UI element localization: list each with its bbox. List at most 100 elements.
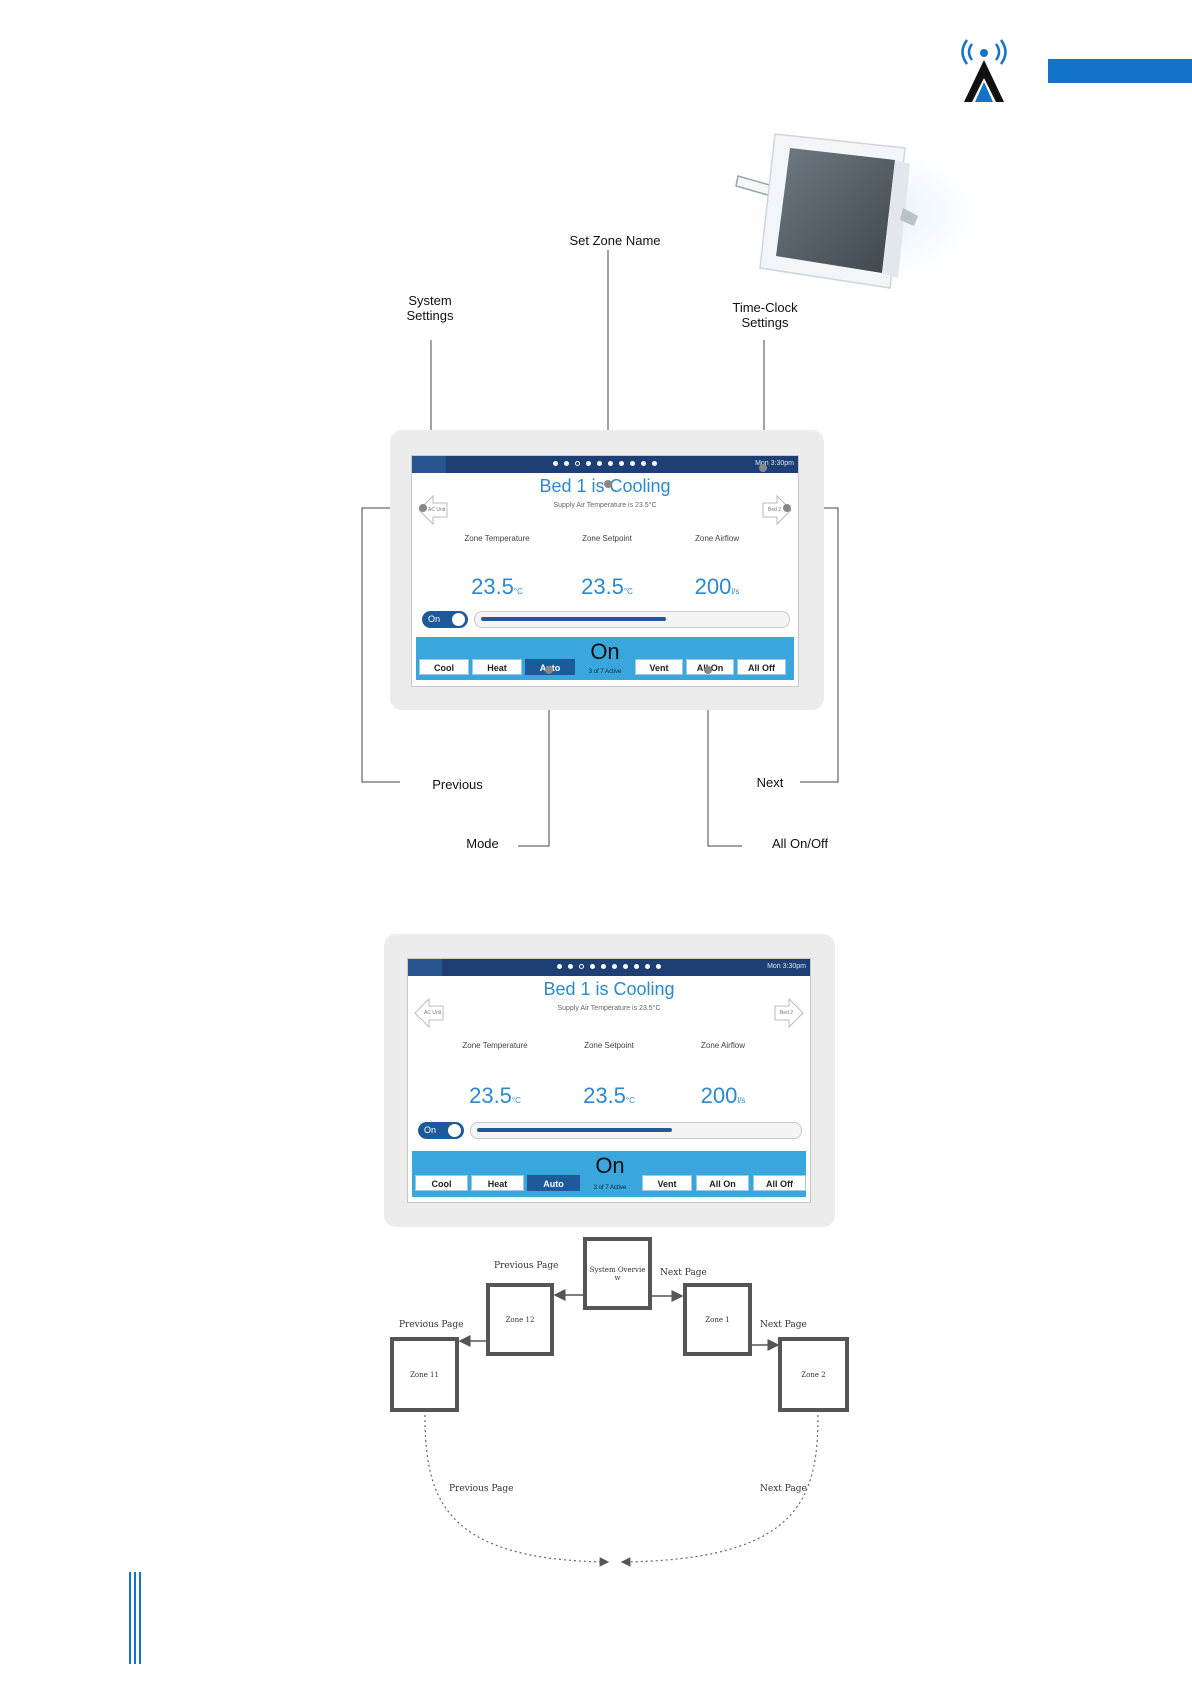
- mode-bar: Cool Heat Auto On 3 of 7 Active Vent All…: [416, 637, 794, 680]
- antenna-logo-icon: [961, 39, 1007, 102]
- page-dot[interactable]: [597, 461, 602, 466]
- callout-system-settings-line1: System: [408, 293, 452, 308]
- callout-all-on-off: All On/Off: [771, 836, 829, 851]
- previous-zone-button[interactable]: AC Unit: [414, 997, 444, 1029]
- zone-setpoint-value[interactable]: 23.5°C: [583, 1083, 635, 1108]
- system-overview-page: System Overvie w: [583, 1237, 652, 1310]
- page-indicator-dots: [412, 461, 798, 466]
- page-dot[interactable]: [557, 964, 562, 969]
- zone-on-toggle[interactable]: On: [418, 1122, 464, 1139]
- zone-setpoint-value[interactable]: 23.5°C: [581, 574, 633, 599]
- time-clock-button[interactable]: Mon 3:30pm: [755, 460, 794, 467]
- next-zone-button[interactable]: Bed 2: [774, 997, 804, 1029]
- cool-mode-button[interactable]: Cool: [415, 1175, 468, 1191]
- page-dot[interactable]: [612, 964, 617, 969]
- next-zone-button[interactable]: Bed 2: [762, 494, 792, 526]
- zone-toggle-label: On: [424, 1125, 437, 1135]
- zone-temperature-label: Zone Temperature: [462, 1041, 528, 1050]
- page-dot[interactable]: [586, 461, 591, 466]
- vent-mode-button[interactable]: Vent: [635, 659, 683, 675]
- supply-air-text: Supply Air Temperature is 23.5°C: [553, 502, 657, 509]
- page-dot[interactable]: [553, 461, 558, 466]
- page-dot[interactable]: [630, 461, 635, 466]
- arrow-left-icon: [418, 494, 448, 526]
- all-on-button[interactable]: All On: [696, 1175, 749, 1191]
- arrow-right-icon: [774, 997, 804, 1029]
- heat-mode-button[interactable]: Heat: [472, 659, 522, 675]
- zone-airflow-value: 200l/s: [700, 1083, 746, 1108]
- active-zones-text: 3 of 7 Active: [588, 669, 622, 675]
- next-page-label: Next Page: [760, 1484, 807, 1494]
- all-off-button[interactable]: All Off: [753, 1175, 806, 1191]
- page-dot[interactable]: [652, 461, 657, 466]
- footer-stripe-decoration: [129, 1572, 141, 1664]
- arrow-right-icon: [762, 494, 792, 526]
- callout-system-settings-line2: Settings: [406, 308, 454, 323]
- zone-on-toggle[interactable]: On: [422, 611, 468, 628]
- zone-12-page: Zone 12: [486, 1283, 554, 1356]
- page-dot[interactable]: [608, 461, 613, 466]
- previous-page-label: Previous Page: [494, 1261, 559, 1271]
- page-dot[interactable]: [656, 964, 661, 969]
- callout-set-zone-name: Set Zone Name: [569, 233, 661, 248]
- toggle-knob: [448, 1124, 461, 1137]
- zone-2-page: Zone 2: [778, 1337, 849, 1412]
- next-zone-label: Bed 2: [768, 507, 782, 513]
- zone-temperature-value: 23.5°C: [471, 574, 523, 599]
- zone-1-page: Zone 1: [683, 1283, 752, 1356]
- page-dot[interactable]: [575, 461, 580, 466]
- zone-11-page: Zone 11: [390, 1337, 459, 1412]
- page-dot[interactable]: [590, 964, 595, 969]
- supply-air-text: Supply Air Temperature is 23.5°C: [557, 1005, 661, 1012]
- next-zone-label: Bed 2: [780, 1010, 794, 1016]
- zone-toggle-label: On: [428, 614, 441, 624]
- page-dot[interactable]: [634, 964, 639, 969]
- active-zones-text: 3 of 7 Active: [593, 1185, 627, 1191]
- system-settings-button[interactable]: [412, 456, 446, 473]
- screen-top-bar: Mon 3:30pm: [412, 456, 798, 473]
- page-dot[interactable]: [601, 964, 606, 969]
- zone-setpoint-label: Zone Setpoint: [584, 1041, 634, 1050]
- zone-name-title[interactable]: Bed 1 is Cooling: [539, 476, 671, 496]
- controller-screen-clean: Mon 3:30pm Bed 1 is Cooling Supply Air T…: [407, 958, 811, 1203]
- auto-mode-button[interactable]: Auto: [525, 659, 575, 675]
- zone-temperature-value: 23.5°C: [469, 1083, 521, 1108]
- system-settings-button[interactable]: [408, 959, 442, 976]
- airflow-slider-fill: [481, 617, 667, 621]
- page-dot[interactable]: [564, 461, 569, 466]
- callout-next: Next: [756, 775, 784, 790]
- page-dot[interactable]: [645, 964, 650, 969]
- all-on-button[interactable]: All On: [686, 659, 734, 675]
- previous-page-label: Previous Page: [449, 1484, 514, 1494]
- zone-airflow-label: Zone Airflow: [700, 1041, 746, 1050]
- time-clock-button[interactable]: Mon 3:30pm: [767, 963, 806, 970]
- brand-color-bar: [1048, 59, 1192, 83]
- airflow-slider[interactable]: [474, 611, 790, 628]
- zone-temperature-label: Zone Temperature: [464, 534, 530, 543]
- airflow-slider-fill: [477, 1128, 672, 1132]
- callout-mode: Mode: [466, 836, 499, 851]
- callout-time-clock-line1: Time-Clock: [732, 300, 798, 315]
- controller-screen-annotated: Mon 3:30pm Bed 1 is Cooling Supply Air T…: [411, 455, 799, 687]
- page-dot[interactable]: [579, 964, 584, 969]
- previous-zone-button[interactable]: AC Unit: [418, 494, 448, 526]
- toggle-knob: [452, 613, 465, 626]
- page-dot[interactable]: [568, 964, 573, 969]
- page-dot[interactable]: [641, 461, 646, 466]
- airflow-slider[interactable]: [470, 1122, 802, 1139]
- vent-mode-button[interactable]: Vent: [642, 1175, 692, 1191]
- auto-mode-button[interactable]: Auto: [527, 1175, 580, 1191]
- page-dot[interactable]: [623, 964, 628, 969]
- next-page-label: Next Page: [760, 1320, 807, 1330]
- next-page-label: Next Page: [660, 1268, 707, 1278]
- cool-mode-button[interactable]: Cool: [419, 659, 469, 675]
- zone-name-title[interactable]: Bed 1 is Cooling: [543, 979, 675, 999]
- wall-controller-device-image: [735, 133, 990, 293]
- previous-page-label: Previous Page: [399, 1320, 464, 1330]
- page-dot[interactable]: [619, 461, 624, 466]
- heat-mode-button[interactable]: Heat: [471, 1175, 524, 1191]
- all-off-button[interactable]: All Off: [737, 659, 786, 675]
- page-indicator-dots: [408, 964, 810, 969]
